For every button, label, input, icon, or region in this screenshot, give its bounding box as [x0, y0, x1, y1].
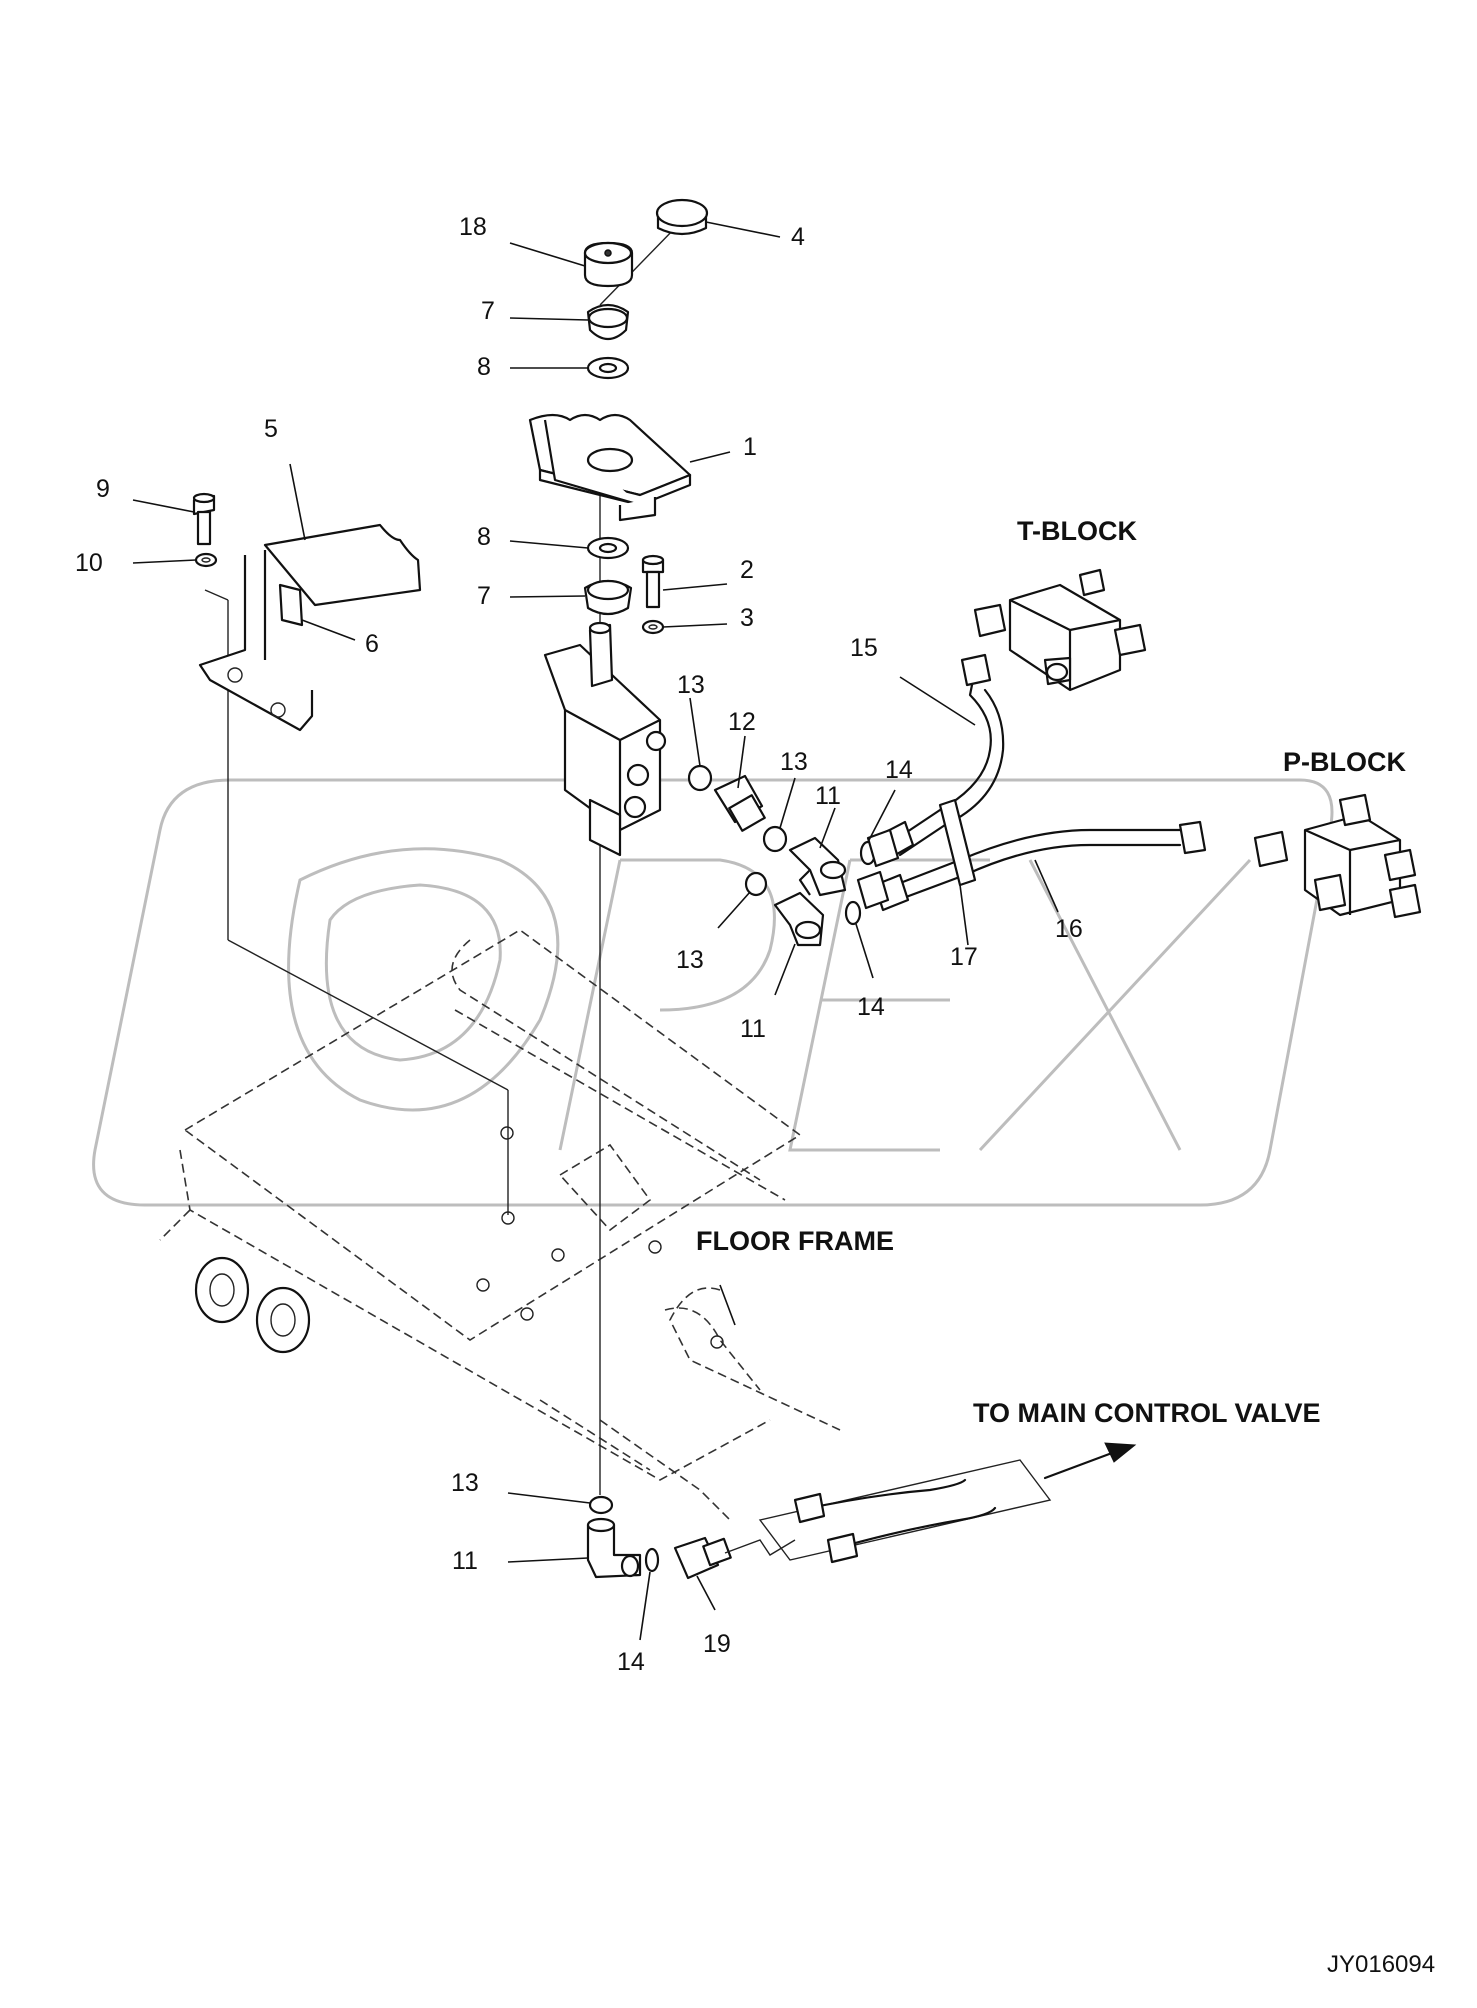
- callout-11c: 11: [452, 1547, 478, 1575]
- callout-6: 6: [365, 630, 379, 658]
- part-8-washer-top: [586, 356, 630, 380]
- p-block-label: P-BLOCK: [1283, 747, 1406, 777]
- callout-11b: 11: [740, 1015, 766, 1043]
- callout-4: 4: [791, 223, 805, 251]
- callout-14c: 14: [617, 1648, 645, 1676]
- watermark-outline: [92, 778, 1334, 1207]
- part-11-elbow-1: [788, 836, 847, 897]
- part-16-hose: [873, 820, 1207, 912]
- callout-2: 2: [740, 556, 754, 584]
- callout-labels: 18 4 7 8 1 5 9 10 6 8 7 2 3 15 13 12 13 …: [75, 213, 1083, 1676]
- callout-8b: 8: [477, 523, 491, 551]
- part-7-nut-top: [586, 303, 630, 341]
- main-control-valve-label: TO MAIN CONTROL VALVE: [973, 1398, 1321, 1428]
- callout-8: 8: [477, 353, 491, 381]
- pilot-valve-body: [543, 621, 667, 857]
- main-valve-lines: [724, 1442, 1137, 1564]
- part-13-oring-3: [744, 871, 768, 897]
- part-6-pin: [278, 583, 304, 627]
- part-19-adapter: [673, 1536, 732, 1580]
- part-18-cap: [583, 241, 634, 288]
- hose-fittings-left: [856, 828, 900, 910]
- p-block-manifold: [1253, 793, 1422, 919]
- part-1-pedal: [528, 413, 692, 522]
- part-17-clamp: [938, 798, 977, 887]
- callout-13a: 13: [677, 671, 705, 699]
- callout-10: 10: [75, 549, 103, 577]
- callout-7b: 7: [477, 582, 491, 610]
- part-7-nut-mid: [583, 579, 633, 616]
- callout-13b: 13: [780, 748, 808, 776]
- callout-11a: 11: [815, 782, 841, 810]
- callout-16: 16: [1055, 915, 1083, 943]
- drawing-id: JY016094: [1327, 1951, 1435, 1978]
- callout-19: 19: [703, 1630, 731, 1658]
- part-14-oring-2: [844, 900, 862, 926]
- floor-frame: [159, 929, 841, 1521]
- callout-13c: 13: [676, 946, 704, 974]
- callout-17: 17: [950, 943, 978, 971]
- block-labels: T-BLOCK P-BLOCK FLOOR FRAME TO MAIN CONT…: [696, 516, 1406, 1428]
- callout-13d: 13: [451, 1469, 479, 1497]
- callout-12: 12: [728, 708, 756, 736]
- callout-5: 5: [264, 415, 278, 443]
- callout-7: 7: [481, 297, 495, 325]
- part-13-oring-1: [687, 764, 713, 792]
- part-10-washer: [194, 552, 218, 568]
- part-12-connector: [713, 774, 766, 832]
- part-8-washer-mid: [586, 536, 630, 560]
- part-4-grommet: [655, 198, 709, 236]
- callout-18: 18: [459, 213, 487, 241]
- t-block-label: T-BLOCK: [1017, 516, 1137, 546]
- part-14-oring-bottom: [644, 1547, 660, 1573]
- part-11-elbow-bottom: [586, 1517, 642, 1579]
- part-2-bolt: [641, 554, 665, 609]
- floor-frame-label: FLOOR FRAME: [696, 1226, 894, 1256]
- part-3-washer: [641, 619, 665, 635]
- leader-lines: [132, 221, 1059, 1641]
- callout-1: 1: [743, 433, 757, 461]
- t-block-manifold: [973, 568, 1147, 692]
- callout-15: 15: [850, 634, 878, 662]
- part-13-oring-bottom: [588, 1495, 614, 1515]
- callout-9: 9: [96, 475, 110, 503]
- part-11-elbow-2: [773, 891, 825, 947]
- callout-14a: 14: [885, 756, 913, 784]
- callout-3: 3: [740, 604, 754, 632]
- part-9-bolt: [192, 492, 216, 546]
- callout-14b: 14: [857, 993, 885, 1021]
- part-5-bracket: [198, 523, 422, 732]
- part-13-oring-2: [762, 825, 788, 853]
